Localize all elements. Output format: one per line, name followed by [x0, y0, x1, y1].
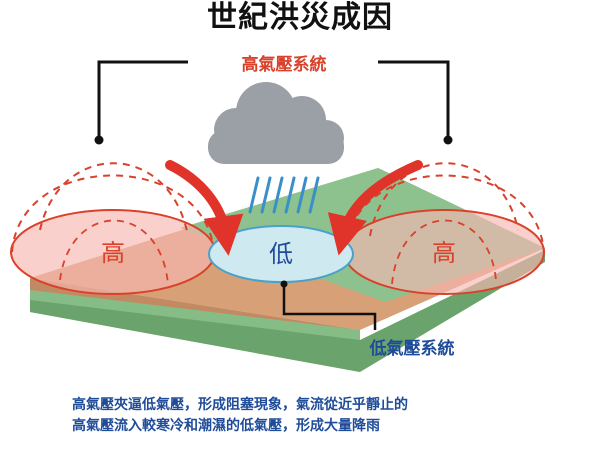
high-pressure-zone-right — [343, 162, 545, 295]
page-title: 世紀洪災成因 — [207, 0, 393, 35]
cloud-icon — [208, 82, 344, 164]
land-side-edge — [30, 250, 545, 372]
caption-line-1: 高氣壓夾逼低氣壓，形成阻塞現象，氣流從近乎靜止的 — [72, 397, 408, 413]
high-label-left: 高 — [101, 239, 125, 267]
low-pressure-system-label: 低氣壓系統 — [369, 338, 455, 359]
caption-line-2: 高氣壓流入較寒冷和潮濕的低氣壓，形成大量降雨 — [72, 418, 380, 434]
low-label-center: 低 — [269, 240, 293, 268]
callout-dot-left — [94, 135, 104, 145]
airflow-arrow-right — [327, 160, 423, 256]
rain-lines — [248, 176, 320, 214]
callout-dot-right — [443, 135, 453, 145]
airflow-arrow-left — [165, 160, 244, 256]
high-pressure-system-label: 高氣壓系統 — [242, 54, 327, 75]
callout-dot-low — [280, 280, 288, 288]
callout-lines-high — [97, 60, 450, 138]
callout-line-low — [282, 286, 377, 330]
high-label-right: 高 — [432, 239, 456, 267]
high-pressure-zone-left — [10, 162, 216, 295]
